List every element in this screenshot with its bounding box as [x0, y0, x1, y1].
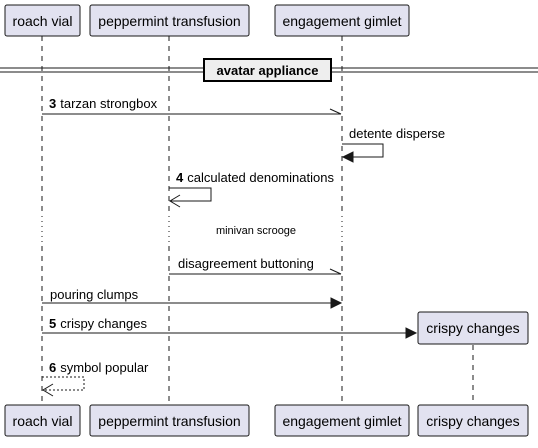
participant-header-roach-vial: roach vial [4, 4, 81, 37]
message-number: 5 [49, 316, 56, 331]
participant-label: engagement gimlet [282, 413, 401, 429]
message-symbol-popular: 6 symbol popular [42, 360, 149, 397]
participant-footer-roach-vial: roach vial [4, 404, 81, 437]
message-detente-disperse: detente disperse [341, 126, 445, 163]
participant-box [4, 404, 81, 437]
message-number: 3 [49, 96, 56, 111]
delay-section: minivan scrooge [0, 216, 538, 246]
open-arrowhead [169, 194, 181, 208]
participant-footer-engagement-gimlet: engagement gimlet [274, 404, 410, 437]
arrowhead [330, 297, 343, 309]
participant-label: peppermint transfusion [98, 413, 240, 429]
divider-title: avatar appliance [217, 63, 319, 78]
half-arrowhead [329, 268, 342, 275]
participant-header-engagement-gimlet: engagement gimlet [274, 4, 410, 37]
message-text: symbol popular [60, 360, 149, 375]
message-text: pouring clumps [50, 287, 139, 302]
participant-box [89, 404, 250, 437]
message-text: tarzan strongbox [60, 96, 157, 111]
participant-footer-crispy-changes: crispy changes [417, 404, 529, 437]
delay-mask [0, 216, 538, 246]
self-message-line [42, 376, 85, 391]
message-tarzan-strongbox: 3 tarzan strongbox [42, 96, 342, 115]
self-message-line [342, 143, 384, 158]
message-label: 3 tarzan strongbox [49, 96, 158, 111]
message-disagreement-buttoning: disagreement buttoning [169, 256, 342, 275]
participant-box [417, 311, 529, 345]
participant-label: crispy changes [426, 413, 519, 429]
message-pouring-clumps: pouring clumps [42, 287, 343, 309]
participant-footer-peppermint-transfusion: peppermint transfusion [89, 404, 250, 437]
message-text: disagreement buttoning [178, 256, 314, 271]
message-text: crispy changes [60, 316, 147, 331]
message-text: calculated denominations [187, 170, 334, 185]
participant-label: crispy changes [426, 320, 519, 336]
message-number: 4 [176, 170, 184, 185]
participant-box [89, 4, 250, 37]
message-number: 6 [49, 360, 56, 375]
participant-label: engagement gimlet [282, 13, 401, 29]
participant-label: roach vial [13, 413, 73, 429]
message-label: 6 symbol popular [49, 360, 149, 375]
delay-label: minivan scrooge [216, 225, 296, 237]
half-arrowhead [329, 108, 342, 115]
self-message-line [169, 187, 212, 202]
participant-created-crispy-changes: crispy changes [417, 311, 529, 345]
divider-box [203, 58, 332, 82]
message-label: 5 crispy changes [49, 316, 147, 331]
participant-header-peppermint-transfusion: peppermint transfusion [89, 4, 250, 37]
divider: avatar appliance [0, 58, 538, 82]
participant-box [274, 404, 410, 437]
open-arrowhead [42, 383, 54, 397]
arrowhead [405, 327, 418, 339]
participant-box [274, 4, 410, 37]
participant-box [4, 4, 81, 37]
participant-label: peppermint transfusion [98, 13, 240, 29]
participant-box [417, 404, 529, 437]
arrowhead [341, 151, 354, 163]
participant-label: roach vial [13, 13, 73, 29]
message-crispy-changes: 5 crispy changes [42, 316, 418, 339]
message-text: detente disperse [349, 126, 445, 141]
